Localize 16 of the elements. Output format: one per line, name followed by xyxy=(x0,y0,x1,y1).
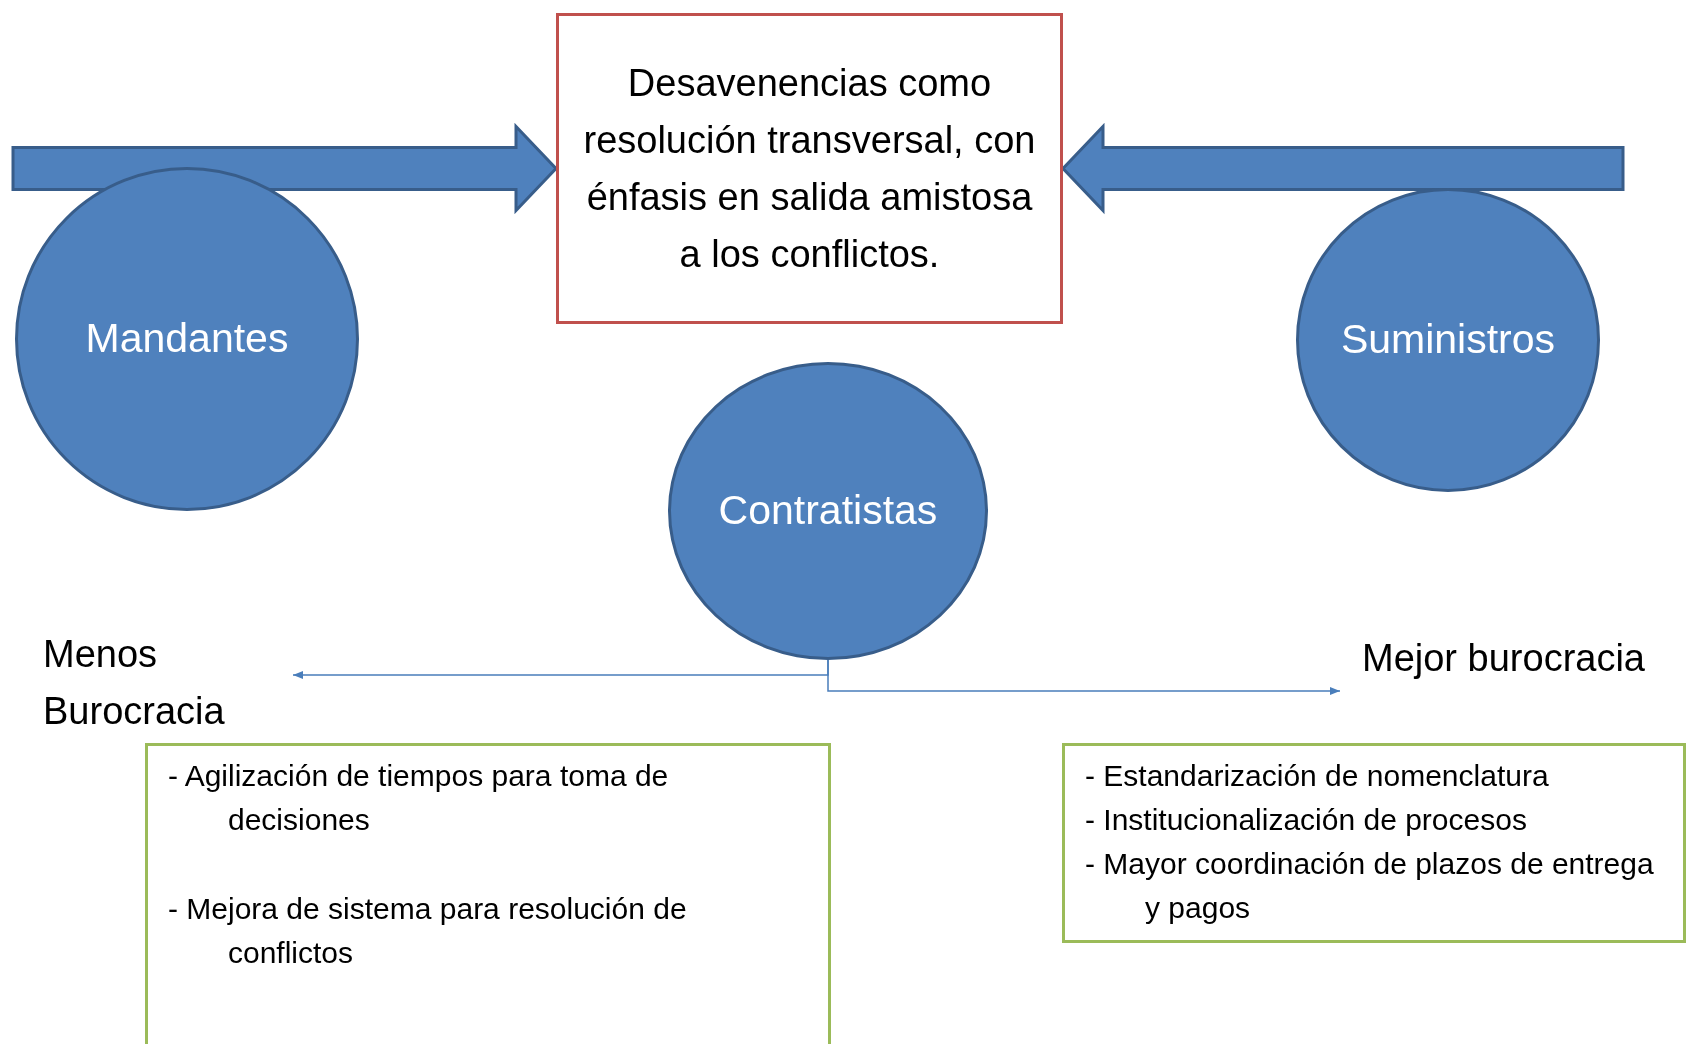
arrow xyxy=(827,659,1341,695)
text-label: Mejor burocracia xyxy=(1362,636,1646,681)
text-label: Menos Burocracia xyxy=(43,632,226,734)
list-item: - Mejora de sistema para resolución de conflictos xyxy=(168,891,688,971)
circle-label: Suministros xyxy=(1340,315,1556,365)
list-item: - Institucionalización de procesos xyxy=(1085,802,1528,838)
list-box xyxy=(1062,743,1686,943)
text-box xyxy=(556,13,1063,324)
block-arrow xyxy=(1060,122,1625,215)
circle-label: Mandantes xyxy=(85,314,289,364)
box-text: Desavenencias como resolución transversal, con énfasis en salida amistosa a los conflictos. xyxy=(582,60,1037,277)
circle-label: Contratistas xyxy=(718,486,938,536)
list-box xyxy=(145,743,831,1044)
list-item: - Mayor coordinación de plazos de entrega y pagos xyxy=(1085,846,1655,926)
list-item: - Estandarización de nomenclatura xyxy=(1085,758,1550,794)
list-item: - Agilización de tiempos para toma de decisiones xyxy=(168,758,670,838)
